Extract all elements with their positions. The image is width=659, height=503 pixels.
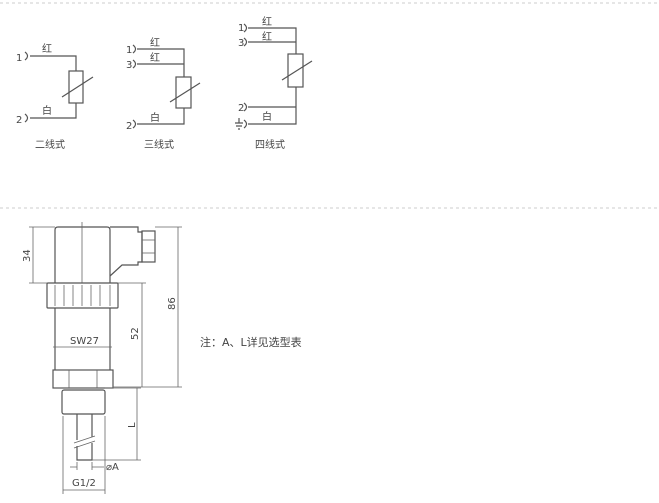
dim-52: 52 [130,327,141,340]
pin-label: 2 [238,103,244,114]
probe [76,414,93,461]
connector [109,226,143,277]
terminal-icon [24,113,29,123]
terminal-icon [24,51,29,61]
pin-label: 3 [126,60,132,71]
terminal-icon [243,37,248,47]
housing-top [54,226,111,283]
caption: 四线式 [255,138,285,151]
caption: 二线式 [35,138,65,151]
dim-thread: G1/2 [72,478,96,489]
terminal-icon [243,23,248,33]
dim-86: 86 [167,297,178,310]
resistor-icon [175,76,192,109]
pin-label: 3 [238,38,244,49]
terminal-icon [132,44,137,54]
dim-sw27: SW27 [70,336,99,347]
knurled-ring [46,282,119,309]
pin-label: 1 [16,53,22,64]
caption: 三线式 [144,138,174,151]
dim-34: 34 [22,249,33,262]
two-wire-diagram: 1 2 红 白 二线式 [16,42,94,151]
wire-label-red: 红 [150,51,160,64]
dim-diameter: ⌀A [106,462,119,473]
terminal-icon [132,119,137,129]
wire-label-white: 白 [150,111,160,124]
note-text: 注：A、L详见选型表 [200,335,302,349]
resistor-icon [287,53,304,88]
sensor-outline [46,222,156,461]
pin-label: 1 [126,45,132,56]
wire-label-red: 红 [262,15,272,28]
hex-nut [52,369,114,389]
dim-l: L [127,422,138,428]
wire-label-white: 白 [262,110,272,123]
pin-label: 1 [238,23,244,34]
cable-gland [141,230,156,263]
terminal-icon [243,102,248,112]
four-wire-diagram: 1 3 2 红 红 白 四线式 [235,15,313,151]
terminal-icon [132,59,137,69]
wire-label-red: 红 [42,42,52,55]
terminal-icon [243,119,248,129]
wire-label-red: 红 [262,30,272,43]
dimensions: 34 52 86 SW27 L ⌀A G1/2 [22,226,182,494]
wire-label-red: 红 [150,36,160,49]
thread [61,389,106,415]
pin-label: 2 [16,115,22,126]
wire-label-white: 白 [42,104,52,117]
pin-label: 2 [126,121,132,132]
three-wire-diagram: 1 3 2 红 红 白 三线式 [126,36,201,151]
resistor-icon [68,70,84,104]
ground-icon [235,118,243,130]
